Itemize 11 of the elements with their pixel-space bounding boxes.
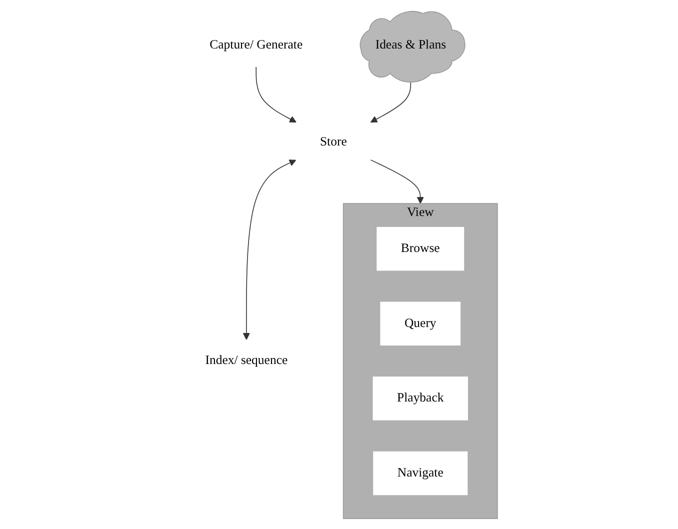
arrow (370, 80, 411, 122)
arrow (255, 66, 296, 122)
node-text: Capture/ Generate (209, 38, 302, 52)
arrow (242, 159, 296, 340)
node-text: Index/ sequence (204, 353, 288, 367)
arrow (370, 159, 424, 204)
node-box: Navigate (372, 450, 468, 495)
node-box: Playback (372, 376, 468, 420)
node-box: Browse (376, 226, 464, 270)
node-text: Store (320, 134, 346, 148)
node-box: Query (380, 301, 460, 346)
